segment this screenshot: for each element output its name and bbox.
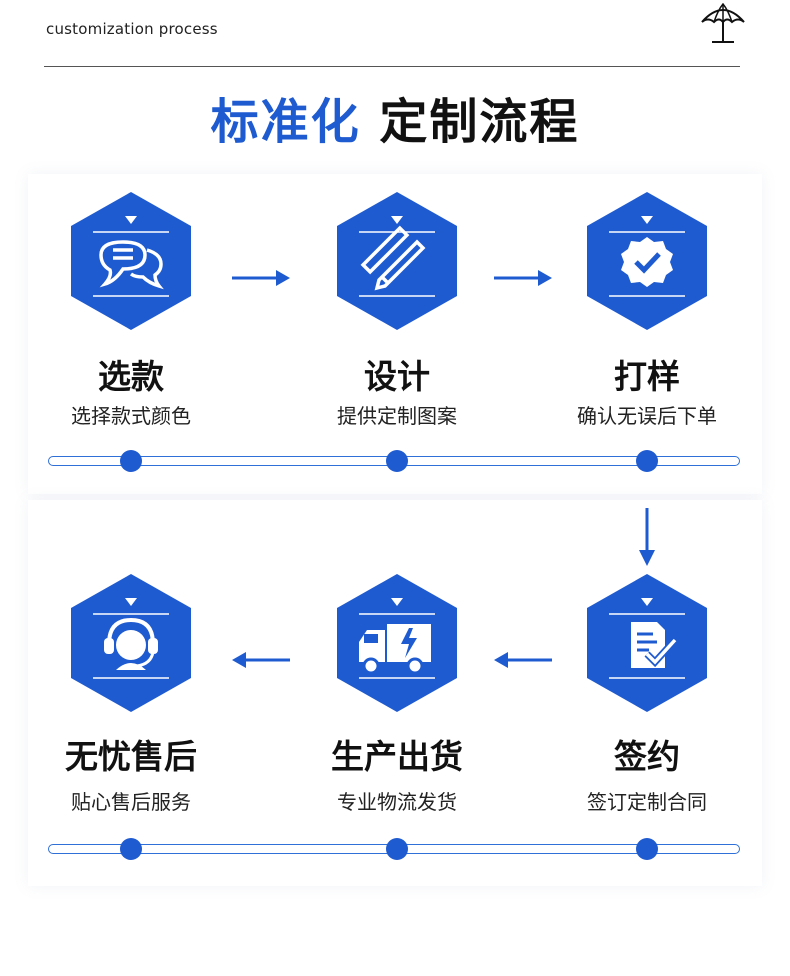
page-title: 标准化 定制流程 [0, 82, 790, 152]
step-title: 签约 [614, 737, 680, 776]
step-sampling: 打样 确认无误后下单 [547, 192, 747, 432]
step-production-shipping: 生产出货 专业物流发货 [297, 574, 497, 814]
header-divider [44, 66, 740, 67]
step-contract: 签约 签订定制合同 [547, 574, 747, 814]
progress-timeline-top [48, 450, 742, 472]
step-title: 生产出货 [331, 737, 463, 776]
verified-badge-icon [621, 237, 673, 287]
title-rest: 定制流程 [379, 94, 580, 150]
chat-bubbles-icon [99, 240, 164, 290]
arrow-left-icon [232, 652, 290, 668]
contract-check-icon [631, 622, 678, 668]
step-hexagon [587, 192, 707, 330]
headset-support-icon [104, 617, 158, 670]
step-subtitle: 选择款式颜色 [71, 404, 191, 428]
step-hexagon [587, 574, 707, 712]
step-hexagon [71, 192, 191, 330]
step-after-sales: 无忧售后 贴心售后服务 [31, 574, 231, 814]
timeline-dot [120, 450, 142, 472]
step-hexagon [337, 192, 457, 330]
step-design: 设计 提供定制图案 [297, 192, 497, 432]
timeline-dot [386, 838, 408, 860]
step-subtitle: 贴心售后服务 [71, 790, 191, 814]
arrow-right-icon [494, 270, 552, 286]
timeline-dot [636, 838, 658, 860]
arrow-left-icon [494, 652, 552, 668]
step-title: 设计 [364, 357, 430, 396]
timeline-dot [386, 450, 408, 472]
step-title: 无忧售后 [65, 737, 197, 776]
header-label: customization process [46, 20, 218, 38]
step-title: 选款 [98, 357, 164, 396]
progress-timeline-bottom [48, 838, 742, 860]
title-accent: 标准化 [210, 94, 361, 150]
step-subtitle: 提供定制图案 [337, 404, 457, 428]
delivery-truck-icon [359, 624, 431, 675]
arrow-right-icon [232, 270, 290, 286]
timeline-dot [636, 450, 658, 472]
step-subtitle: 确认无误后下单 [577, 404, 717, 428]
step-select-style: 选款 选择款式颜色 [31, 192, 231, 432]
step-subtitle: 签订定制合同 [587, 790, 707, 814]
umbrella-icon [701, 2, 745, 43]
step-title: 打样 [614, 357, 680, 396]
step-hexagon [71, 574, 191, 712]
timeline-dot [120, 838, 142, 860]
pencil-ruler-icon [360, 225, 426, 291]
step-hexagon [337, 574, 457, 712]
step-subtitle: 专业物流发货 [337, 790, 457, 814]
arrow-down-icon [639, 508, 655, 566]
